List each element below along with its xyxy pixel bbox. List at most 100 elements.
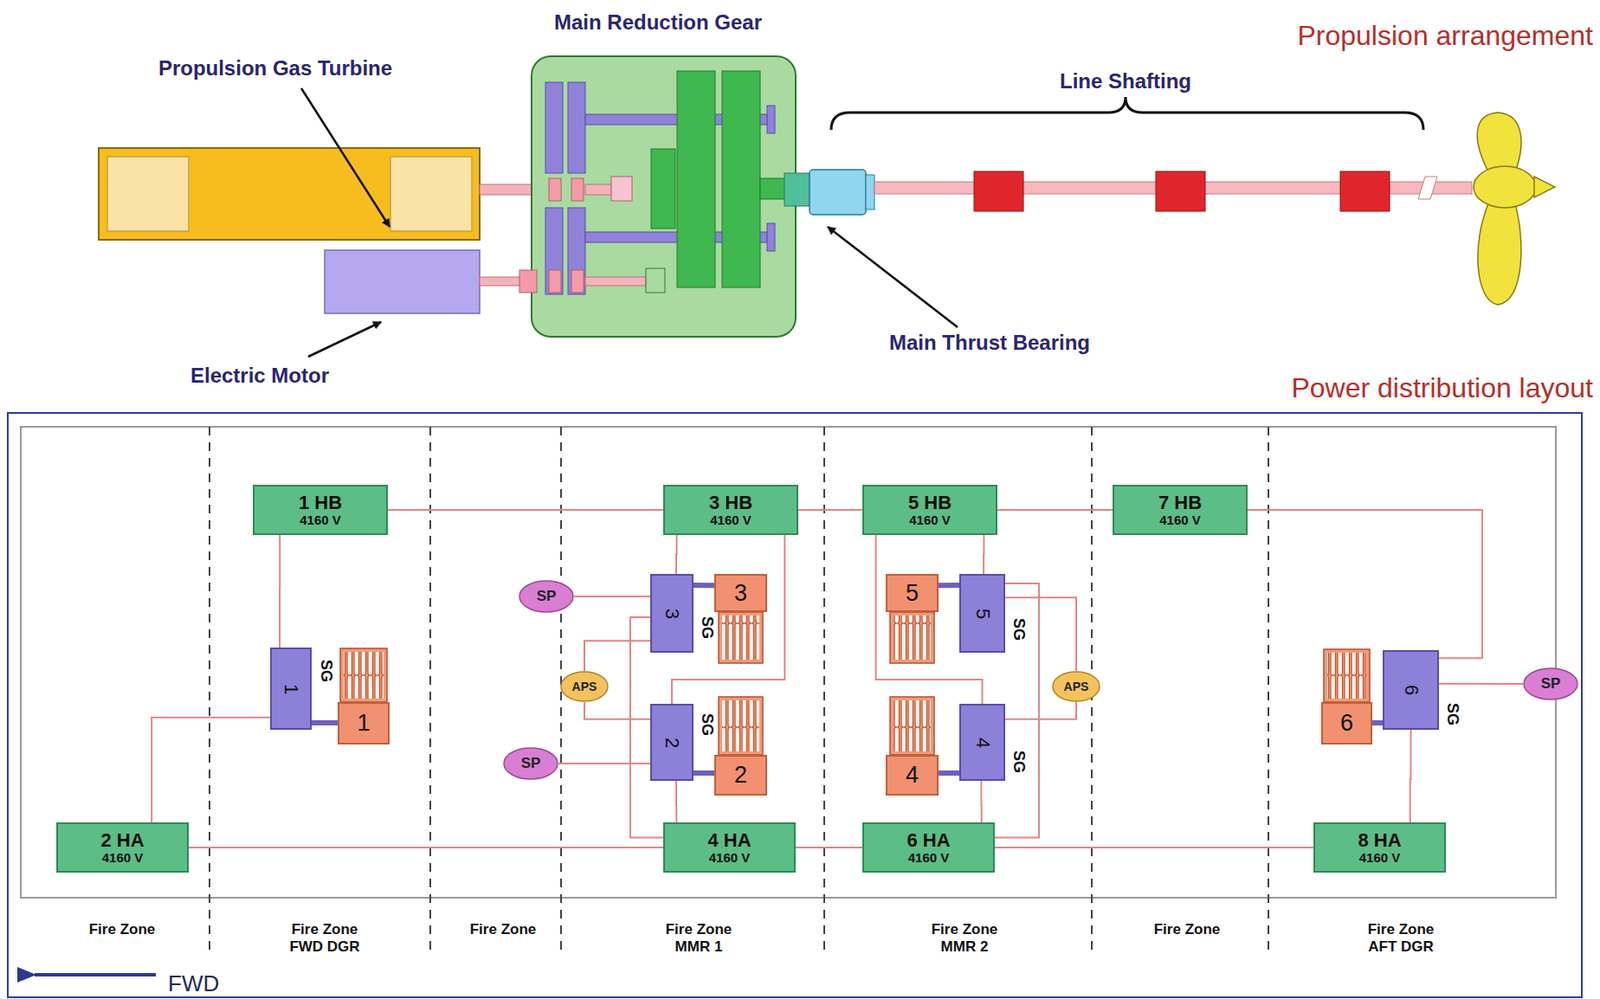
drive-shaft xyxy=(693,582,715,588)
generator-number: 5 xyxy=(905,581,919,606)
power-cable xyxy=(675,535,678,575)
leader-line xyxy=(308,322,381,357)
power-cable xyxy=(994,846,1314,849)
sg-label: SG xyxy=(1443,703,1462,726)
voltage-label: 4160 V xyxy=(909,513,951,529)
thrust-bearing xyxy=(809,169,866,215)
drive-shaft xyxy=(693,770,715,776)
power-cable xyxy=(584,640,651,671)
ship-service-generator: 2SG xyxy=(650,703,694,781)
generator-number: 6 xyxy=(1400,684,1423,696)
bus-name: 6 HA xyxy=(906,830,950,852)
power-cable xyxy=(1247,509,1483,659)
voltage-label: 4160 V xyxy=(1359,851,1401,866)
ship-service-generator: 3SG xyxy=(650,574,694,653)
ship-service-generator: 1SG xyxy=(270,647,312,730)
shore-power-label: SP xyxy=(1541,675,1562,693)
sg-label: SG xyxy=(316,659,336,683)
generator-number: 6 xyxy=(1340,711,1354,736)
bus-name: 5 HB xyxy=(908,492,952,514)
drive-shaft xyxy=(938,770,960,776)
power-cable xyxy=(1409,729,1413,823)
generator-number: 2 xyxy=(660,736,684,748)
switchboard-box: 7 HB4160 V xyxy=(1112,484,1248,536)
diesel-generator: 1 xyxy=(337,702,390,745)
gas-turbine xyxy=(98,148,480,240)
generator-number: 5 xyxy=(971,607,994,619)
fire-zone-label: Fire Zone xyxy=(1141,921,1233,939)
ship-service-generator: 6SG xyxy=(1382,650,1439,730)
propeller xyxy=(1473,112,1555,305)
voltage-label: 4160 V xyxy=(299,513,342,529)
bus-name: 2 HA xyxy=(100,830,144,852)
shore-power-circle: SP xyxy=(503,747,559,781)
switchboard-box: 8 HA4160 V xyxy=(1313,822,1446,873)
forward-arrow xyxy=(34,973,156,977)
bus-name: 4 HA xyxy=(707,830,751,852)
drive-shaft xyxy=(311,720,338,726)
diesel-generator: 4 xyxy=(885,754,939,796)
fire-zone-divider xyxy=(209,426,1269,953)
shaft-bearing xyxy=(1155,171,1206,212)
aps-label: APS xyxy=(572,679,598,694)
drive-shaft xyxy=(1372,720,1383,726)
line-shafting-bracket xyxy=(831,96,1424,130)
aps-oval: APS xyxy=(1051,670,1101,703)
bus-name: 8 HA xyxy=(1357,830,1401,852)
generator-number: 2 xyxy=(734,763,748,788)
diesel-generator: 2 xyxy=(714,754,768,796)
power-cable xyxy=(1438,683,1523,685)
power-cable xyxy=(980,780,982,823)
shore-power-circle: SP xyxy=(1522,667,1579,701)
power-cable xyxy=(558,762,651,765)
switchboard-box: 4 HA4160 V xyxy=(663,822,796,873)
fire-zone-label: Fire Zone MMR 1 xyxy=(653,921,744,957)
diesel-generator: 5 xyxy=(885,574,939,613)
voltage-label: 4160 V xyxy=(709,513,752,529)
ship-outline xyxy=(20,426,1556,898)
sg-label: SG xyxy=(1009,618,1028,641)
sg-label: SG xyxy=(1009,750,1028,774)
voltage-label: 4160 V xyxy=(908,851,950,866)
voltage-label: 4160 V xyxy=(1159,513,1201,529)
bus-name: 3 HB xyxy=(709,492,753,514)
section-heading: Power distribution layout xyxy=(1290,371,1594,405)
switchboard-box: 5 HB4160 V xyxy=(862,484,998,536)
ship-service-generator: 5SG xyxy=(959,574,1006,653)
switchboard-box: 6 HA4160 V xyxy=(862,822,995,873)
power-cable xyxy=(278,535,281,648)
power-cable xyxy=(675,780,678,823)
leader-line xyxy=(301,88,390,227)
fire-zone-label: Fire Zone AFT DGR xyxy=(1355,921,1446,957)
reduction-gear xyxy=(519,56,796,337)
power-cable xyxy=(1005,702,1077,720)
drive-shaft xyxy=(938,582,960,588)
panel-border xyxy=(7,412,1582,998)
switchboard-box: 3 HB4160 V xyxy=(663,484,799,536)
power-cable xyxy=(188,846,664,849)
bus-name: 1 HB xyxy=(298,492,342,514)
aps-oval: APS xyxy=(560,670,609,703)
sg-label: SG xyxy=(697,713,717,736)
diesel-generator: 3 xyxy=(714,574,768,613)
generator-winding xyxy=(340,612,1370,755)
voltage-label: 4160 V xyxy=(709,851,751,866)
fire-zone-label: Fire Zone FWD DGR xyxy=(279,921,370,957)
coupling xyxy=(784,173,810,207)
generator-number: 3 xyxy=(734,581,748,606)
part-label: Main Reduction Gear xyxy=(554,10,762,36)
power-cable xyxy=(1005,597,1077,671)
shore-power-label: SP xyxy=(536,587,557,606)
generator-number: 4 xyxy=(971,736,994,748)
shore-power-circle: SP xyxy=(518,580,575,613)
switchboard-box: 1 HB4160 V xyxy=(252,484,388,536)
ship-service-generator: 4SG xyxy=(959,703,1006,781)
power-cable xyxy=(151,717,271,823)
generator-number: 1 xyxy=(356,711,370,736)
sg-label: SG xyxy=(697,616,717,639)
diesel-generator: 6 xyxy=(1321,702,1373,745)
fire-zone-label: Fire Zone MMR 2 xyxy=(919,921,1010,957)
part-label: Main Thrust Bearing xyxy=(889,330,1091,356)
bearing-flange xyxy=(865,174,875,210)
